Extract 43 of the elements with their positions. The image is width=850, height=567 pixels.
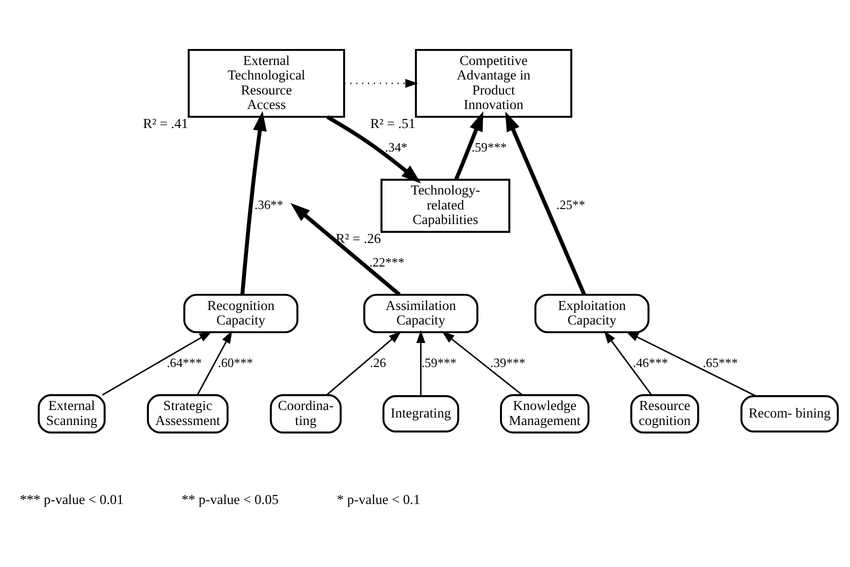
arrow: [505, 110, 586, 295]
arrow: [454, 110, 484, 180]
edge-label: .22***: [369, 255, 404, 270]
edge-label: .36**: [254, 198, 284, 212]
arrow: [344, 78, 418, 88]
node-box: Competitive Advantage in Product Innovation: [414, 48, 572, 118]
node-box: Knowledge Management: [500, 394, 590, 433]
node-box: Coordina- ting: [270, 394, 342, 433]
arrow: [326, 330, 402, 396]
node-box: Exploitation Capacity: [534, 293, 650, 333]
arrow: [290, 202, 401, 296]
node-box: External Technological Resource Access: [188, 48, 346, 118]
edge-label: .25**: [556, 198, 586, 212]
label: ** p-value < 0.05: [181, 492, 279, 506]
node-box: Integrating: [382, 394, 460, 432]
arrow: [102, 330, 212, 396]
node-box: Resource cognition: [630, 394, 700, 433]
edge-label: .46***: [632, 356, 668, 370]
arrow: [196, 330, 232, 395]
label: * p-value < 0.1: [336, 492, 420, 506]
node-label: R² = .51: [370, 115, 416, 130]
arrow: [604, 330, 652, 395]
arrow: [626, 330, 756, 396]
node-box: Technology- related Capabilities: [380, 178, 510, 232]
arrow: [442, 330, 523, 396]
edge-label: .59***: [472, 140, 507, 154]
edge-label: .26: [370, 356, 386, 370]
node-label: R² = .41: [143, 115, 188, 130]
edge-label: .60***: [218, 356, 253, 370]
label: *** p-value < 0.01: [20, 492, 124, 506]
node-box: Recognition Capacity: [183, 293, 298, 333]
edge-label: .65***: [702, 356, 738, 370]
node-box: Strategic Assessment: [146, 394, 229, 433]
edge-label: .34*: [385, 140, 408, 154]
arrow: [240, 110, 267, 294]
edge-label: .59***: [421, 356, 457, 370]
arrow: [416, 330, 426, 396]
arrow: [326, 114, 421, 183]
edge-label: .39***: [490, 356, 526, 370]
node-box: External Scanning: [38, 394, 106, 433]
edge-label: .64***: [166, 356, 202, 370]
node-box: Assimilation Capacity: [363, 293, 478, 333]
node-box: Recom- bining: [740, 394, 839, 432]
